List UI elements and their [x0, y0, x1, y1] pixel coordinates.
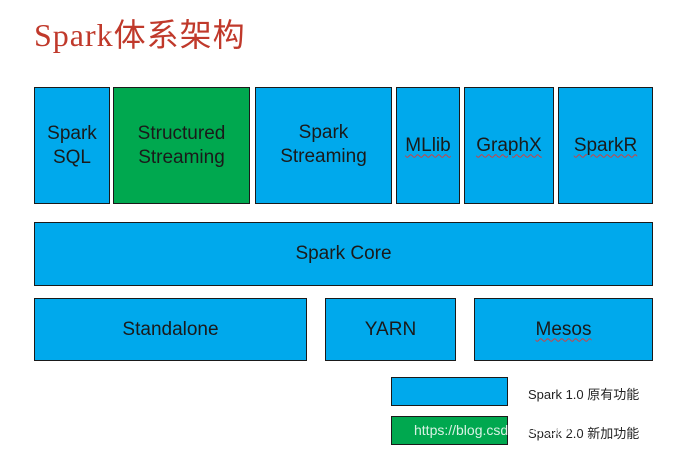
standalone-box: Standalone: [34, 298, 307, 361]
graphx-label: GraphX: [476, 134, 542, 156]
spark-sql-box: Spark SQL: [34, 87, 110, 204]
sparkr-box: SparkR: [558, 87, 653, 204]
legend-label-new: Spark 2.0 新加功能: [528, 426, 640, 441]
standalone-label: Standalone: [122, 318, 219, 340]
diagram-title: Spark体系架构: [34, 17, 246, 53]
yarn-label: YARN: [364, 318, 417, 340]
mllib-box: MLlib: [396, 87, 460, 204]
mesos-box: Mesos: [474, 298, 653, 361]
mllib-label: MLlib: [405, 134, 451, 156]
structured-streaming-label: Structured Streaming: [137, 122, 226, 168]
watermark-text: https://blog.csdn.net/...695: [414, 422, 579, 438]
spark-core-box: Spark Core: [34, 222, 653, 286]
spark-streaming-label: Spark Streaming: [280, 121, 367, 167]
yarn-box: YARN: [325, 298, 456, 361]
structured-streaming-box: Structured Streaming: [113, 87, 250, 204]
legend-label-original: Spark 1.0 原有功能: [528, 387, 640, 402]
legend-swatch-new: [391, 416, 508, 445]
legend-swatch-original: [391, 377, 508, 406]
mesos-label: Mesos: [535, 318, 592, 340]
graphx-box: GraphX: [464, 87, 554, 204]
spark-sql-label: Spark SQL: [47, 122, 97, 168]
sparkr-label: SparkR: [573, 134, 638, 156]
spark-streaming-box: Spark Streaming: [255, 87, 392, 204]
spark-core-label: Spark Core: [295, 243, 392, 264]
